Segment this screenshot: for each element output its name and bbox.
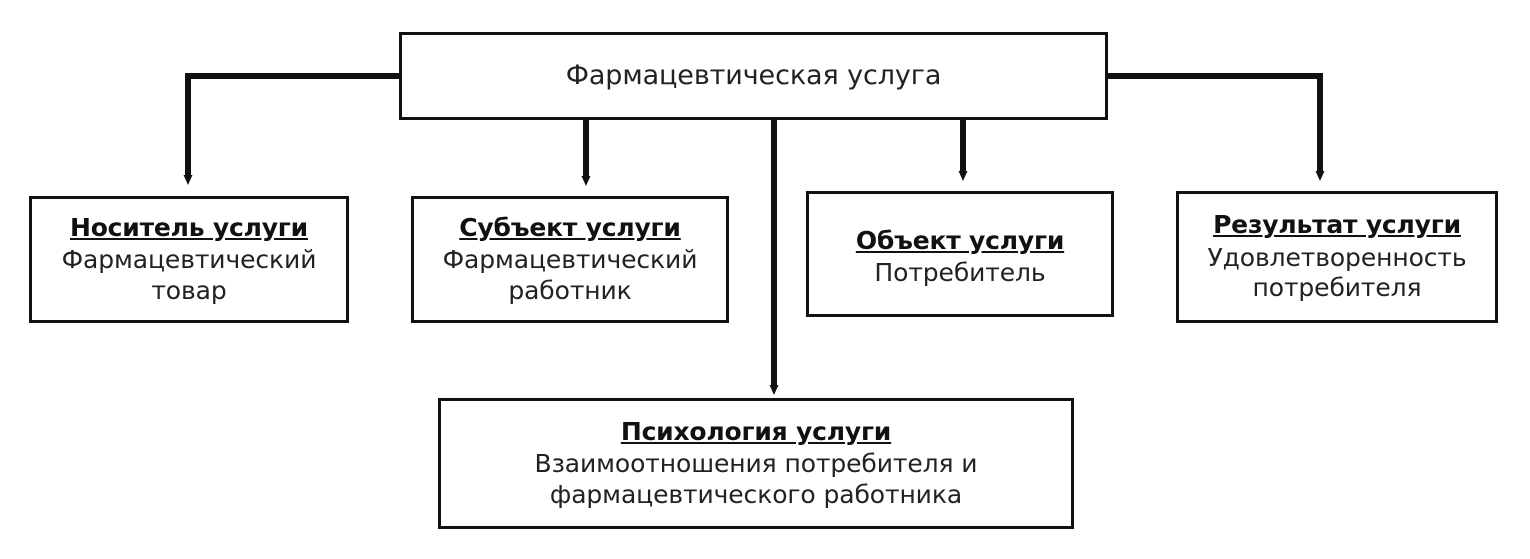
node-service-object[interactable]: Объект услуги Потребитель [806,191,1114,317]
node-object-subtitle: Потребитель [874,258,1046,287]
node-carrier-title: Носитель услуги [69,212,308,242]
node-carrier-subtitle: Фармацевтический товар [61,245,317,305]
node-psychology-title: Психология услуги [620,416,892,446]
node-result-title: Результат услуги [1213,210,1461,240]
connector-root-to-carrier [183,73,399,185]
connector-root-to-result [1108,73,1325,181]
node-subject-title: Субъект услуги [459,212,681,242]
node-pharmaceutical-service[interactable]: Фармацевтическая услуга [399,32,1108,120]
node-service-psychology[interactable]: Психология услуги Взаимоотношения потреб… [438,398,1074,529]
node-object-title: Объект услуги [855,225,1065,255]
node-subject-subtitle: Фармацевтический работник [442,245,698,305]
node-service-carrier[interactable]: Носитель услуги Фармацевтический товар [29,196,349,323]
node-service-subject[interactable]: Субъект услуги Фармацевтический работник [411,196,729,323]
node-psychology-subtitle: Взаимоотношения потребителя и фармацевти… [534,449,978,509]
node-result-subtitle: Удовлетворенность потребителя [1207,242,1467,303]
node-service-result[interactable]: Результат услуги Удовлетворенность потре… [1176,191,1498,323]
node-root-label: Фармацевтическая услуга [565,59,942,91]
